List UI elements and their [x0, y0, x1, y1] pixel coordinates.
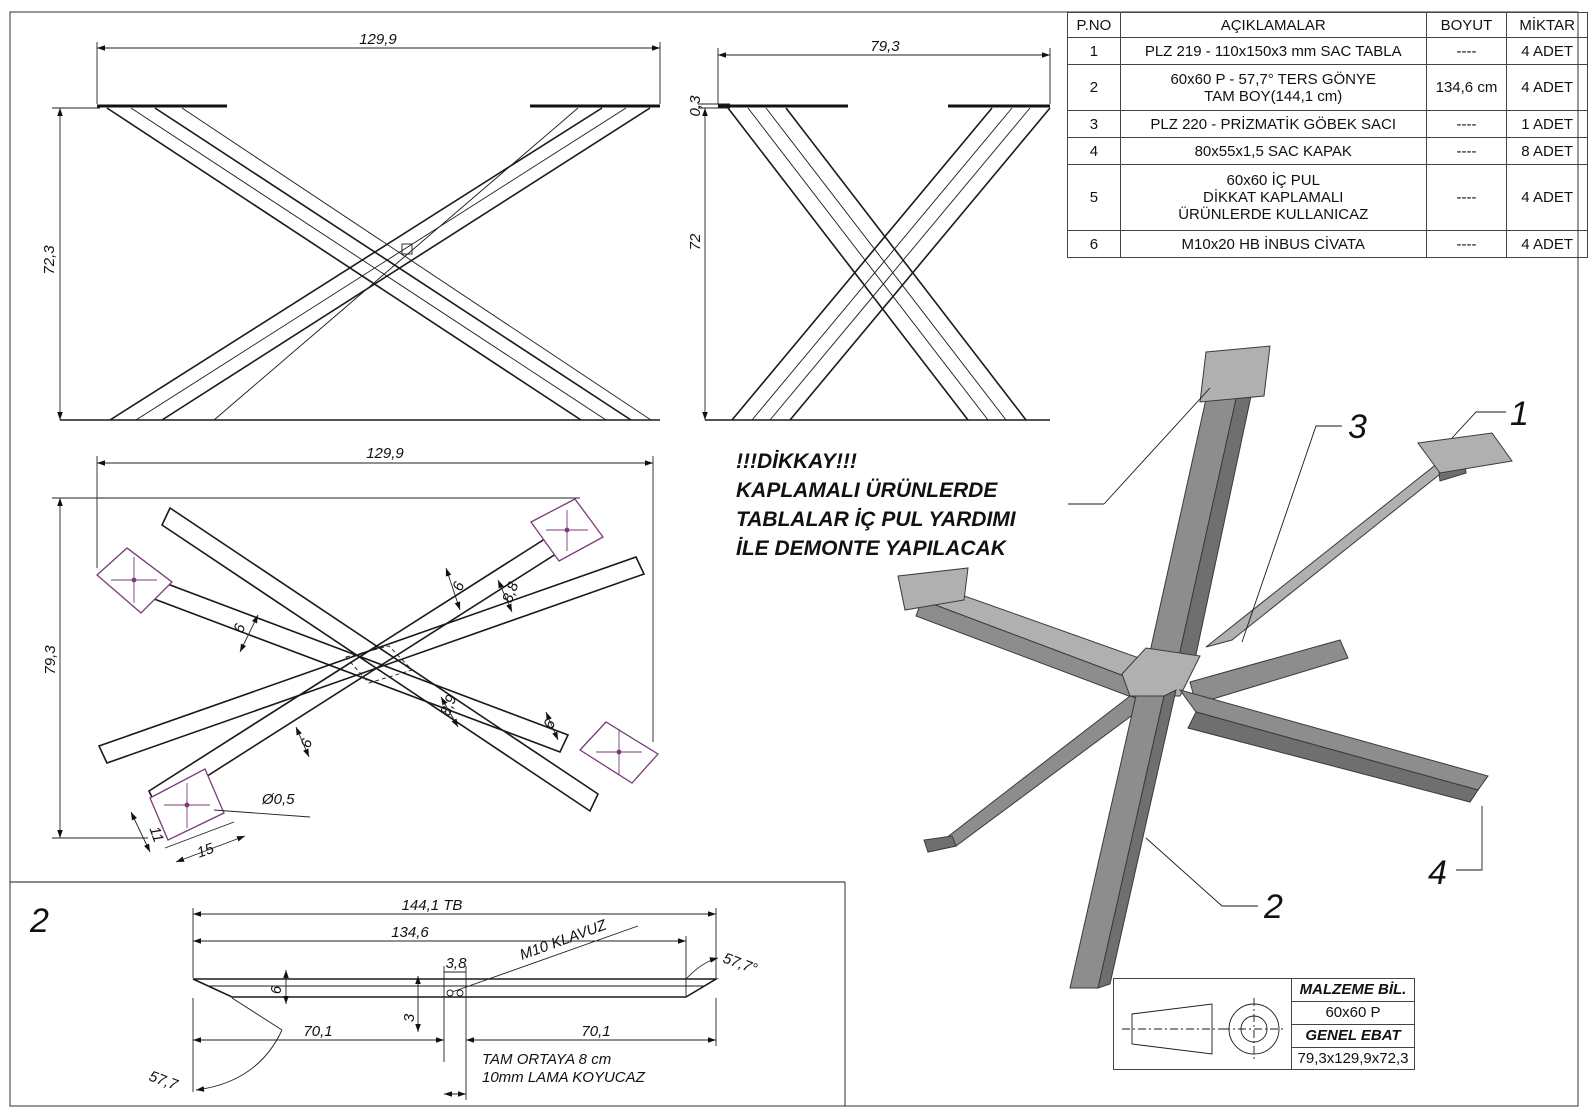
- bom-cell: 6: [1067, 230, 1121, 258]
- top-bar-d-label: 6: [297, 736, 316, 750]
- side-plate-label: 0,3: [687, 95, 704, 117]
- top-pad-height-label: 11: [146, 824, 167, 844]
- callout-3: 3: [1348, 408, 1367, 446]
- material-label: MALZEME BİL.: [1291, 979, 1414, 1002]
- isometric-view: 1 2 3 4: [897, 345, 1529, 989]
- detail-total-label: 144,1 TB: [402, 897, 463, 914]
- bom-cell: ----: [1425, 164, 1508, 231]
- title-block: MALZEME BİL. 60x60 P GENEL EBAT 79,3x129…: [1113, 978, 1415, 1070]
- detail-angle-right-label: 57,7°: [721, 950, 760, 978]
- top-gap-a-label: 8,8: [499, 579, 522, 605]
- bill-of-materials: P.NO AÇIKLAMALAR BOYUT MİKTAR 1 PLZ 219 …: [1067, 12, 1588, 258]
- bom-header-size: BOYUT: [1425, 12, 1508, 38]
- side-view: 79,3 0,3 72: [687, 38, 1051, 421]
- callout-4: 4: [1428, 854, 1447, 892]
- bom-cell: ----: [1425, 110, 1508, 138]
- detail-hole-spacing-label: 3,8: [446, 955, 468, 972]
- table-row: 6 M10x20 HB İNBUS CİVATA ---- 4 ADET: [1067, 230, 1588, 258]
- bom-cell: PLZ 219 - 110x150x3 mm SAC TABLA: [1119, 37, 1427, 65]
- bom-cell: 60x60 P - 57,7° TERS GÖNYE TAM BOY(144,1…: [1119, 64, 1427, 111]
- projection-symbol: [1122, 998, 1286, 1060]
- side-width-label: 79,3: [870, 38, 900, 55]
- top-gap-b-label: 8,9: [437, 692, 460, 718]
- warning-line-1: !!!DİKKAY!!!: [736, 450, 857, 473]
- bom-cell: ----: [1425, 137, 1508, 165]
- part-detail: 2 144,1 TB 134,6 M10 KLAVUZ 3,8 6 3 70,1: [29, 897, 760, 1100]
- detail-left-half-label: 70,1: [303, 1023, 332, 1040]
- detail-note-line-1: TAM ORTAYA 8 cm: [482, 1051, 611, 1068]
- warning-line-2: KAPLAMALI ÜRÜNLERDE: [736, 479, 998, 502]
- bom-cell: 1 ADET: [1506, 110, 1588, 138]
- top-width-label: 129,9: [366, 445, 404, 462]
- mounting-pad-top-right: [530, 498, 604, 562]
- warning-line-3: TABLALAR İÇ PUL YARDIMI: [736, 508, 1017, 531]
- bom-cell: ----: [1425, 37, 1508, 65]
- bom-cell: 80x55x1,5 SAC KAPAK: [1119, 137, 1427, 165]
- detail-right-half-label: 70,1: [581, 1023, 610, 1040]
- bom-cell: 2: [1067, 64, 1121, 111]
- size-label: GENEL EBAT: [1291, 1025, 1414, 1048]
- warning-note: !!!DİKKAY!!! KAPLAMALI ÜRÜNLERDE TABLALA…: [736, 450, 1017, 560]
- size-value: 79,3x129,9x72,3: [1291, 1048, 1414, 1070]
- bom-cell: 1: [1067, 37, 1121, 65]
- bom-cell: 4 ADET: [1506, 37, 1588, 65]
- bom-cell: 134,6 cm: [1425, 64, 1508, 111]
- table-row: 2 60x60 P - 57,7° TERS GÖNYE TAM BOY(144…: [1067, 64, 1588, 111]
- top-pad-width-label: 15: [195, 840, 217, 862]
- top-bar-b-label: 6: [449, 579, 468, 593]
- bom-cell: 5: [1067, 164, 1121, 231]
- table-row: 1 PLZ 219 - 110x150x3 mm SAC TABLA ---- …: [1067, 37, 1588, 65]
- table-row: 4 80x55x1,5 SAC KAPAK ---- 8 ADET: [1067, 137, 1588, 165]
- detail-tap-label: M10 KLAVUZ: [518, 916, 610, 963]
- top-view: 129,9 79,3 6 6 8,8 8,9 6 6 Ø0,5 15 11: [42, 445, 660, 863]
- bom-cell: 4 ADET: [1506, 230, 1588, 258]
- sheet-border: [9, 11, 1579, 1107]
- table-row: 3 PLZ 220 - PRİZMATİK GÖBEK SACI ---- 1 …: [1067, 110, 1588, 138]
- mounting-pad-bottom-right: [578, 721, 660, 784]
- front-width-label: 129,9: [359, 31, 397, 48]
- bom-header-description: AÇIKLAMALAR: [1119, 12, 1427, 38]
- callout-2: 2: [1263, 888, 1283, 926]
- bom-cell: 4: [1067, 137, 1121, 165]
- detail-inner-label: 134,6: [391, 924, 429, 941]
- front-height-label: 72,3: [41, 245, 58, 275]
- detail-bar-outline: [192, 978, 719, 998]
- bom-cell: 8 ADET: [1506, 137, 1588, 165]
- detail-height-label: 6: [268, 985, 285, 994]
- detail-note-line-2: 10mm LAMA KOYUCAZ: [482, 1069, 646, 1086]
- top-bar-a: [160, 506, 600, 813]
- table-row: 5 60x60 İÇ PUL DİKKAT KAPLAMALI ÜRÜNLERD…: [1067, 164, 1588, 231]
- material-value: 60x60 P: [1291, 1002, 1414, 1025]
- bom-cell: 3: [1067, 110, 1121, 138]
- bom-cell: ----: [1425, 230, 1508, 258]
- warning-line-4: İLE DEMONTE YAPILACAK: [736, 537, 1008, 560]
- detail-angle-left-label: 57,7: [147, 1068, 181, 1094]
- bom-header-row: P.NO AÇIKLAMALAR BOYUT MİKTAR: [1067, 12, 1588, 38]
- detail-offset-label: 3: [401, 1013, 418, 1022]
- detail-label: 2: [29, 902, 49, 940]
- title-block-grid: MALZEME BİL. 60x60 P GENEL EBAT 79,3x129…: [1291, 979, 1414, 1070]
- top-hole-label: Ø0,5: [261, 791, 295, 808]
- mounting-pad-left: [96, 547, 173, 614]
- bom-header-pno: P.NO: [1067, 12, 1121, 38]
- top-bar-a-label: 6: [230, 621, 249, 635]
- mounting-pad-bottom-left: [149, 768, 225, 841]
- bom-cell: 4 ADET: [1506, 164, 1588, 231]
- bom-cell: 60x60 İÇ PUL DİKKAT KAPLAMALI ÜRÜNLERDE …: [1119, 164, 1427, 231]
- side-height-label: 72: [687, 233, 704, 250]
- bom-header-quantity: MİKTAR: [1506, 12, 1588, 38]
- top-bar-d: [147, 526, 572, 810]
- top-depth-label: 79,3: [42, 645, 59, 675]
- front-view: 129,9 72,3: [41, 31, 661, 421]
- callout-1: 1: [1510, 395, 1529, 433]
- bom-cell: PLZ 220 - PRİZMATİK GÖBEK SACI: [1119, 110, 1427, 138]
- top-bar-c: [97, 556, 646, 764]
- bom-cell: M10x20 HB İNBUS CİVATA: [1119, 230, 1427, 258]
- top-bar-c-label: 6: [540, 717, 559, 731]
- bom-cell: 4 ADET: [1506, 64, 1588, 111]
